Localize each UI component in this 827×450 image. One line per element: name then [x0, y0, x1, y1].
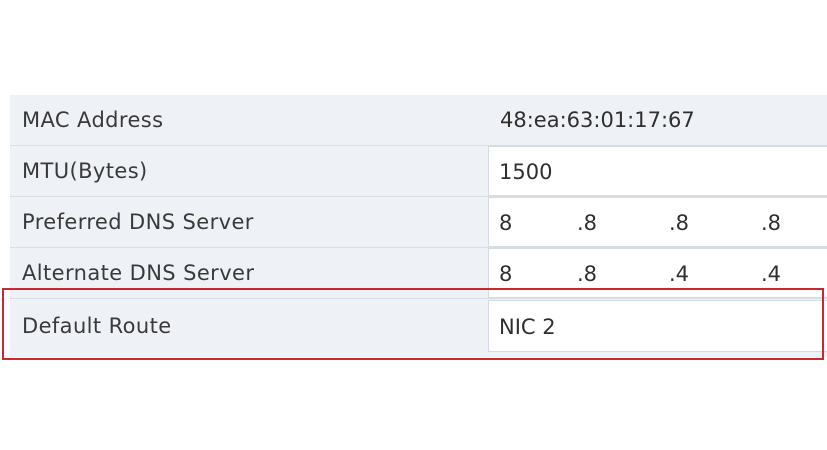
alternate-dns-octet-3[interactable]: .4: [669, 262, 690, 286]
preferred-dns-octet-4[interactable]: .8: [761, 211, 782, 235]
mac-address-value: 48:ea:63:01:17:67: [488, 95, 827, 145]
alternate-dns-octet-4[interactable]: .4: [761, 262, 782, 286]
alternate-dns-row: Alternate DNS Server 8 .8 .4 .4: [10, 248, 827, 298]
mac-address-label: MAC Address: [22, 108, 164, 132]
row-divider: [10, 247, 827, 248]
default-route-value: NIC 2: [499, 315, 556, 339]
preferred-dns-label: Preferred DNS Server: [22, 210, 254, 234]
row-divider: [10, 145, 827, 146]
mac-address-row: MAC Address 48:ea:63:01:17:67: [10, 95, 827, 145]
default-route-label: Default Route: [22, 314, 172, 338]
default-route-select[interactable]: NIC 2: [488, 300, 827, 352]
alternate-dns-octet-1[interactable]: 8: [499, 262, 513, 286]
network-settings-panel: MAC Address 48:ea:63:01:17:67 MTU(Bytes)…: [10, 95, 827, 357]
default-route-row: Default Route NIC 2: [10, 300, 827, 352]
alternate-dns-label: Alternate DNS Server: [22, 261, 255, 285]
mtu-row: MTU(Bytes) 1500: [10, 146, 827, 196]
preferred-dns-row: Preferred DNS Server 8 .8 .8 .8: [10, 197, 827, 247]
mtu-label: MTU(Bytes): [22, 159, 148, 183]
preferred-dns-octet-1[interactable]: 8: [499, 211, 513, 235]
preferred-dns-octet-2[interactable]: .8: [577, 211, 598, 235]
alternate-dns-input[interactable]: 8 .8 .4 .4: [488, 248, 827, 298]
mtu-input-value: 1500: [499, 160, 553, 184]
row-divider: [10, 196, 827, 197]
mtu-input[interactable]: 1500: [488, 146, 827, 196]
preferred-dns-octet-3[interactable]: .8: [669, 211, 690, 235]
row-divider: [10, 298, 827, 299]
preferred-dns-input[interactable]: 8 .8 .8 .8: [488, 197, 827, 247]
mac-address-text: 48:ea:63:01:17:67: [500, 108, 695, 132]
alternate-dns-octet-2[interactable]: .8: [577, 262, 598, 286]
